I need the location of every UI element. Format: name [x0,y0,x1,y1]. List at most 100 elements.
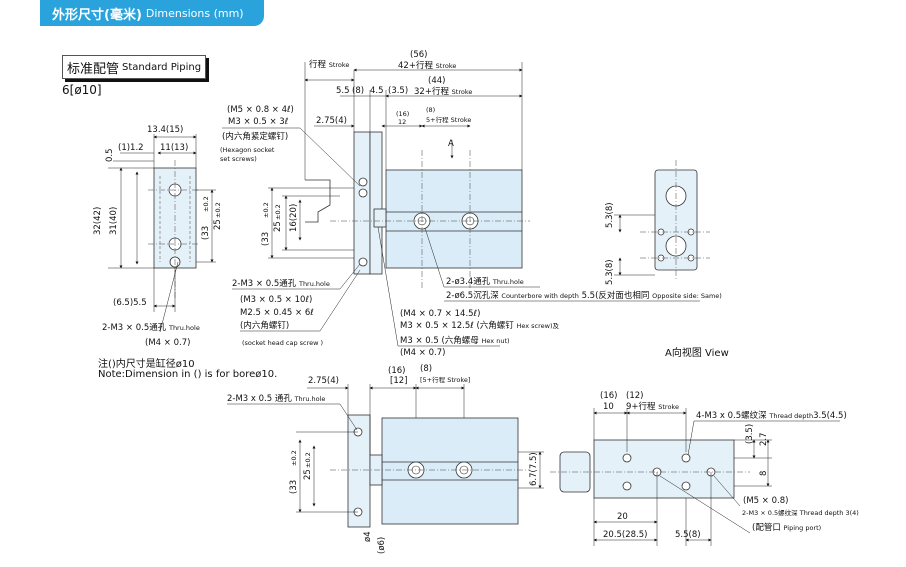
b5: [5+行程 Stroke] [420,375,470,384]
c2m3-cn: 2-M3 × 0.5螺纹深 [742,508,798,517]
dim-5-stroke: Stroke [451,116,472,124]
btol: ±0.2 [290,450,298,466]
bore-label: 6[ø10] [62,83,102,97]
dim-275: 2.75(4) [316,116,347,126]
b12: [12] [390,376,407,386]
cb65-tail: 5.5(反对面也相同 [582,290,650,301]
c35: (3.5) [745,424,755,444]
dim-55: 5.5 [336,86,350,96]
dim-42-stroke: Stroke [436,62,457,70]
dim-05: 0.5 [105,148,115,162]
c20: 20 [617,512,628,522]
thru-left-cn: 2-M3 × 0.5通孔 [102,322,167,333]
dim-5-val: 5+行程 [426,115,449,124]
dim-33-main: (33 [261,232,271,246]
note-en: Note:Dimension in () is for boreø10. [98,369,278,380]
hex-en2: set screws) [220,155,257,163]
view-a-en: View [705,348,729,359]
b8: (8) [420,364,432,374]
m47b-label: (M4 × 0.7) [400,348,445,358]
b675: 6.7(7.5) [529,452,539,486]
m310-label: (M3 × 0.5 × 10ℓ) [240,295,312,305]
m305-en: Hex nut) [482,337,510,345]
main-view-top: (56) 42+行程 Stroke 行程 Stroke (44) 32+行程 S… [220,50,722,358]
stroke-top: 行程 Stroke [309,59,349,70]
hex-cn: (内六角紧定螺钉) [222,131,288,142]
dim-1620: 16(20) [289,204,299,232]
c4m3: 4-M3 x 0.5螺纹深 Thread depth3.5(4.5) [696,410,847,421]
c2m3-en: Thread depth 3(4) [799,509,859,517]
dim-1113: 11(13) [160,143,188,153]
m4145-label: (M4 × 0.7 × 14.5ℓ) [400,309,480,319]
m305-cn: M3 × 0.5 (六角螺母 [400,335,479,346]
dim-32-stroke: Stroke [452,88,473,96]
c558: 5.5(8) [675,530,701,540]
c9-val: 9+行程 [626,401,656,412]
b5-val: [5+行程 [420,375,446,384]
b25: 25 [303,469,313,480]
dim-16: (16) [396,110,409,118]
header-tab: 外形尺寸(毫米) Dimensions (mm) [40,0,264,26]
dim-134: 13.4(15) [147,125,183,135]
c16: (16) [600,391,617,401]
section-label-box: 标准配管 Standard Piping [62,55,207,79]
port-en: Piping port) [784,524,822,532]
c9: 9+行程 Stroke [626,401,679,412]
b275: 2.75(4) [308,376,339,386]
port-cn: (配管口 [752,522,781,533]
rod-nut [373,208,387,228]
c4m3-val: 3.5(4.5) [813,411,847,421]
bthru-cn: 2-M3 x 0.5 通孔 [227,393,292,404]
dim-42: 42+行程 Stroke [398,60,456,71]
dim-32: 32+行程 Stroke [414,86,472,97]
dim-12: 12 [398,118,406,126]
bthru-en: Thru.hole [294,395,326,403]
c12: (12) [626,391,643,401]
end-plate-2 [369,131,383,275]
tol-main-2: ±0.2 [274,204,282,220]
c10: 10 [603,402,614,412]
c4m3-cn: 4-M3 x 0.5螺纹深 [696,410,767,421]
b5-stroke: Stroke] [447,376,470,384]
bottom-view: 2.75(4) (16) [12] (8) [5+行程 Stroke] 2-M3… [227,364,544,554]
tol-left-2: ±0.2 [214,202,222,218]
port-label: (配管口 Piping port) [752,522,821,533]
c9-stroke: Stroke [658,403,679,411]
arrow-a-label: A [448,139,454,149]
sock-cn: (内六角螺钉) [240,320,289,331]
header-title-cn: 外形尺寸(毫米) [52,7,142,23]
m5-label: (M5 × 0.8 × 4ℓ) [227,105,294,115]
header-title-en: Dimensions (mm) [145,6,244,20]
stroke-top-en: Stroke [329,61,350,69]
cylinder-body [385,169,523,269]
note-cn: 注()内尺寸是缸径ø10 [98,359,195,370]
c205: 20.5(28.5) [603,530,647,540]
m305-label: M3 × 0.5 (六角螺母 Hex nut) [400,335,510,346]
dim-8b: (8) [426,106,435,114]
dim-3140: 31(40) [109,207,119,235]
bø4: ø4 [363,531,373,542]
dim-25-main: 25 [273,221,283,232]
dim-8: (8) [352,86,364,96]
port-lower [358,188,368,198]
section-label-en: Standard Piping [122,61,202,73]
thru-left-en: Thru.hole [168,324,200,332]
b16: (16) [388,366,405,376]
m3-label: M3 × 0.5 × 3ℓ [228,117,288,127]
dim-42-val: 42+行程 [398,60,433,71]
port-upper [358,177,368,187]
view-a: 5.3(8) 5.3(8) [605,160,710,285]
sock-en: (socket head cap screw ) [242,339,323,347]
dim-5: 5+行程 Stroke [426,115,471,124]
dim-112: (1)1.2 [118,143,144,153]
dim-44: (44) [428,76,445,86]
mount-hole [358,257,368,267]
m3125-label: M3 × 0.5 × 12.5ℓ (六角螺钉 Hex screw)及 [400,320,560,331]
thru34-label: 2-ø3.4通孔 Thru.hole [446,276,524,287]
bø6: (ø6) [377,537,387,554]
bthru-label: 2-M3 x 0.5 通孔 Thru.hole [227,393,325,404]
dim-45: 4.5 [370,86,384,96]
hex-en1: (Hexagon socket [220,146,275,154]
tol-main-1: ±0.2 [262,202,270,218]
port-block-view: (16) 10 (12) 9+行程 Stroke 4-M3 x 0.5螺纹深 T… [550,391,859,546]
